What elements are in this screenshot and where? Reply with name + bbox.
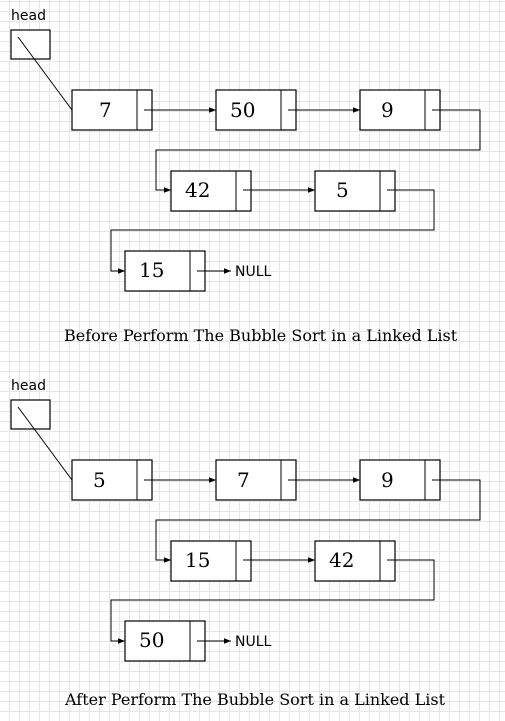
- list-node: 15: [170, 540, 252, 582]
- list-node: 50: [215, 89, 297, 131]
- diagram-before: head 7 50 9 42: [10, 8, 481, 345]
- next-arrow-wrap: [110, 559, 435, 644]
- head-label: head: [11, 378, 46, 394]
- node-value: 7: [99, 98, 112, 122]
- node-value: 42: [185, 178, 210, 202]
- node-value: 15: [139, 258, 164, 282]
- diagram-after: head 5 7 9 15: [10, 378, 481, 709]
- list-node: 50: [124, 620, 206, 662]
- list-node: 5: [71, 459, 153, 501]
- diagram-caption: After Perform The Bubble Sort in a Linke…: [64, 690, 446, 709]
- head-label: head: [11, 8, 46, 24]
- head-pointer-box: [10, 399, 51, 430]
- list-node: 7: [71, 89, 153, 131]
- node-value: 50: [139, 628, 164, 652]
- list-node: 42: [314, 540, 396, 582]
- list-node: 42: [170, 170, 252, 212]
- list-node: 5: [314, 170, 396, 212]
- list-node: 15: [124, 250, 206, 292]
- diagram-caption: Before Perform The Bubble Sort in a Link…: [64, 326, 458, 345]
- node-value: 5: [336, 178, 349, 202]
- node-value: 7: [237, 468, 250, 492]
- next-arrow-wrap: [155, 109, 481, 193]
- list-node: 7: [215, 459, 297, 501]
- node-value: 50: [230, 98, 255, 122]
- node-value: 9: [381, 468, 394, 492]
- node-value: 15: [185, 548, 210, 572]
- head-pointer-line: [17, 36, 73, 111]
- node-value: 9: [381, 98, 394, 122]
- head-pointer-line: [17, 406, 73, 481]
- null-label: NULL: [235, 634, 272, 650]
- next-arrow-wrap: [155, 479, 481, 563]
- next-arrow-wrap: [110, 189, 435, 274]
- node-value: 5: [93, 468, 106, 492]
- node-value: 42: [329, 548, 354, 572]
- null-label: NULL: [235, 264, 272, 280]
- list-node: 9: [359, 89, 441, 131]
- list-node: 9: [359, 459, 441, 501]
